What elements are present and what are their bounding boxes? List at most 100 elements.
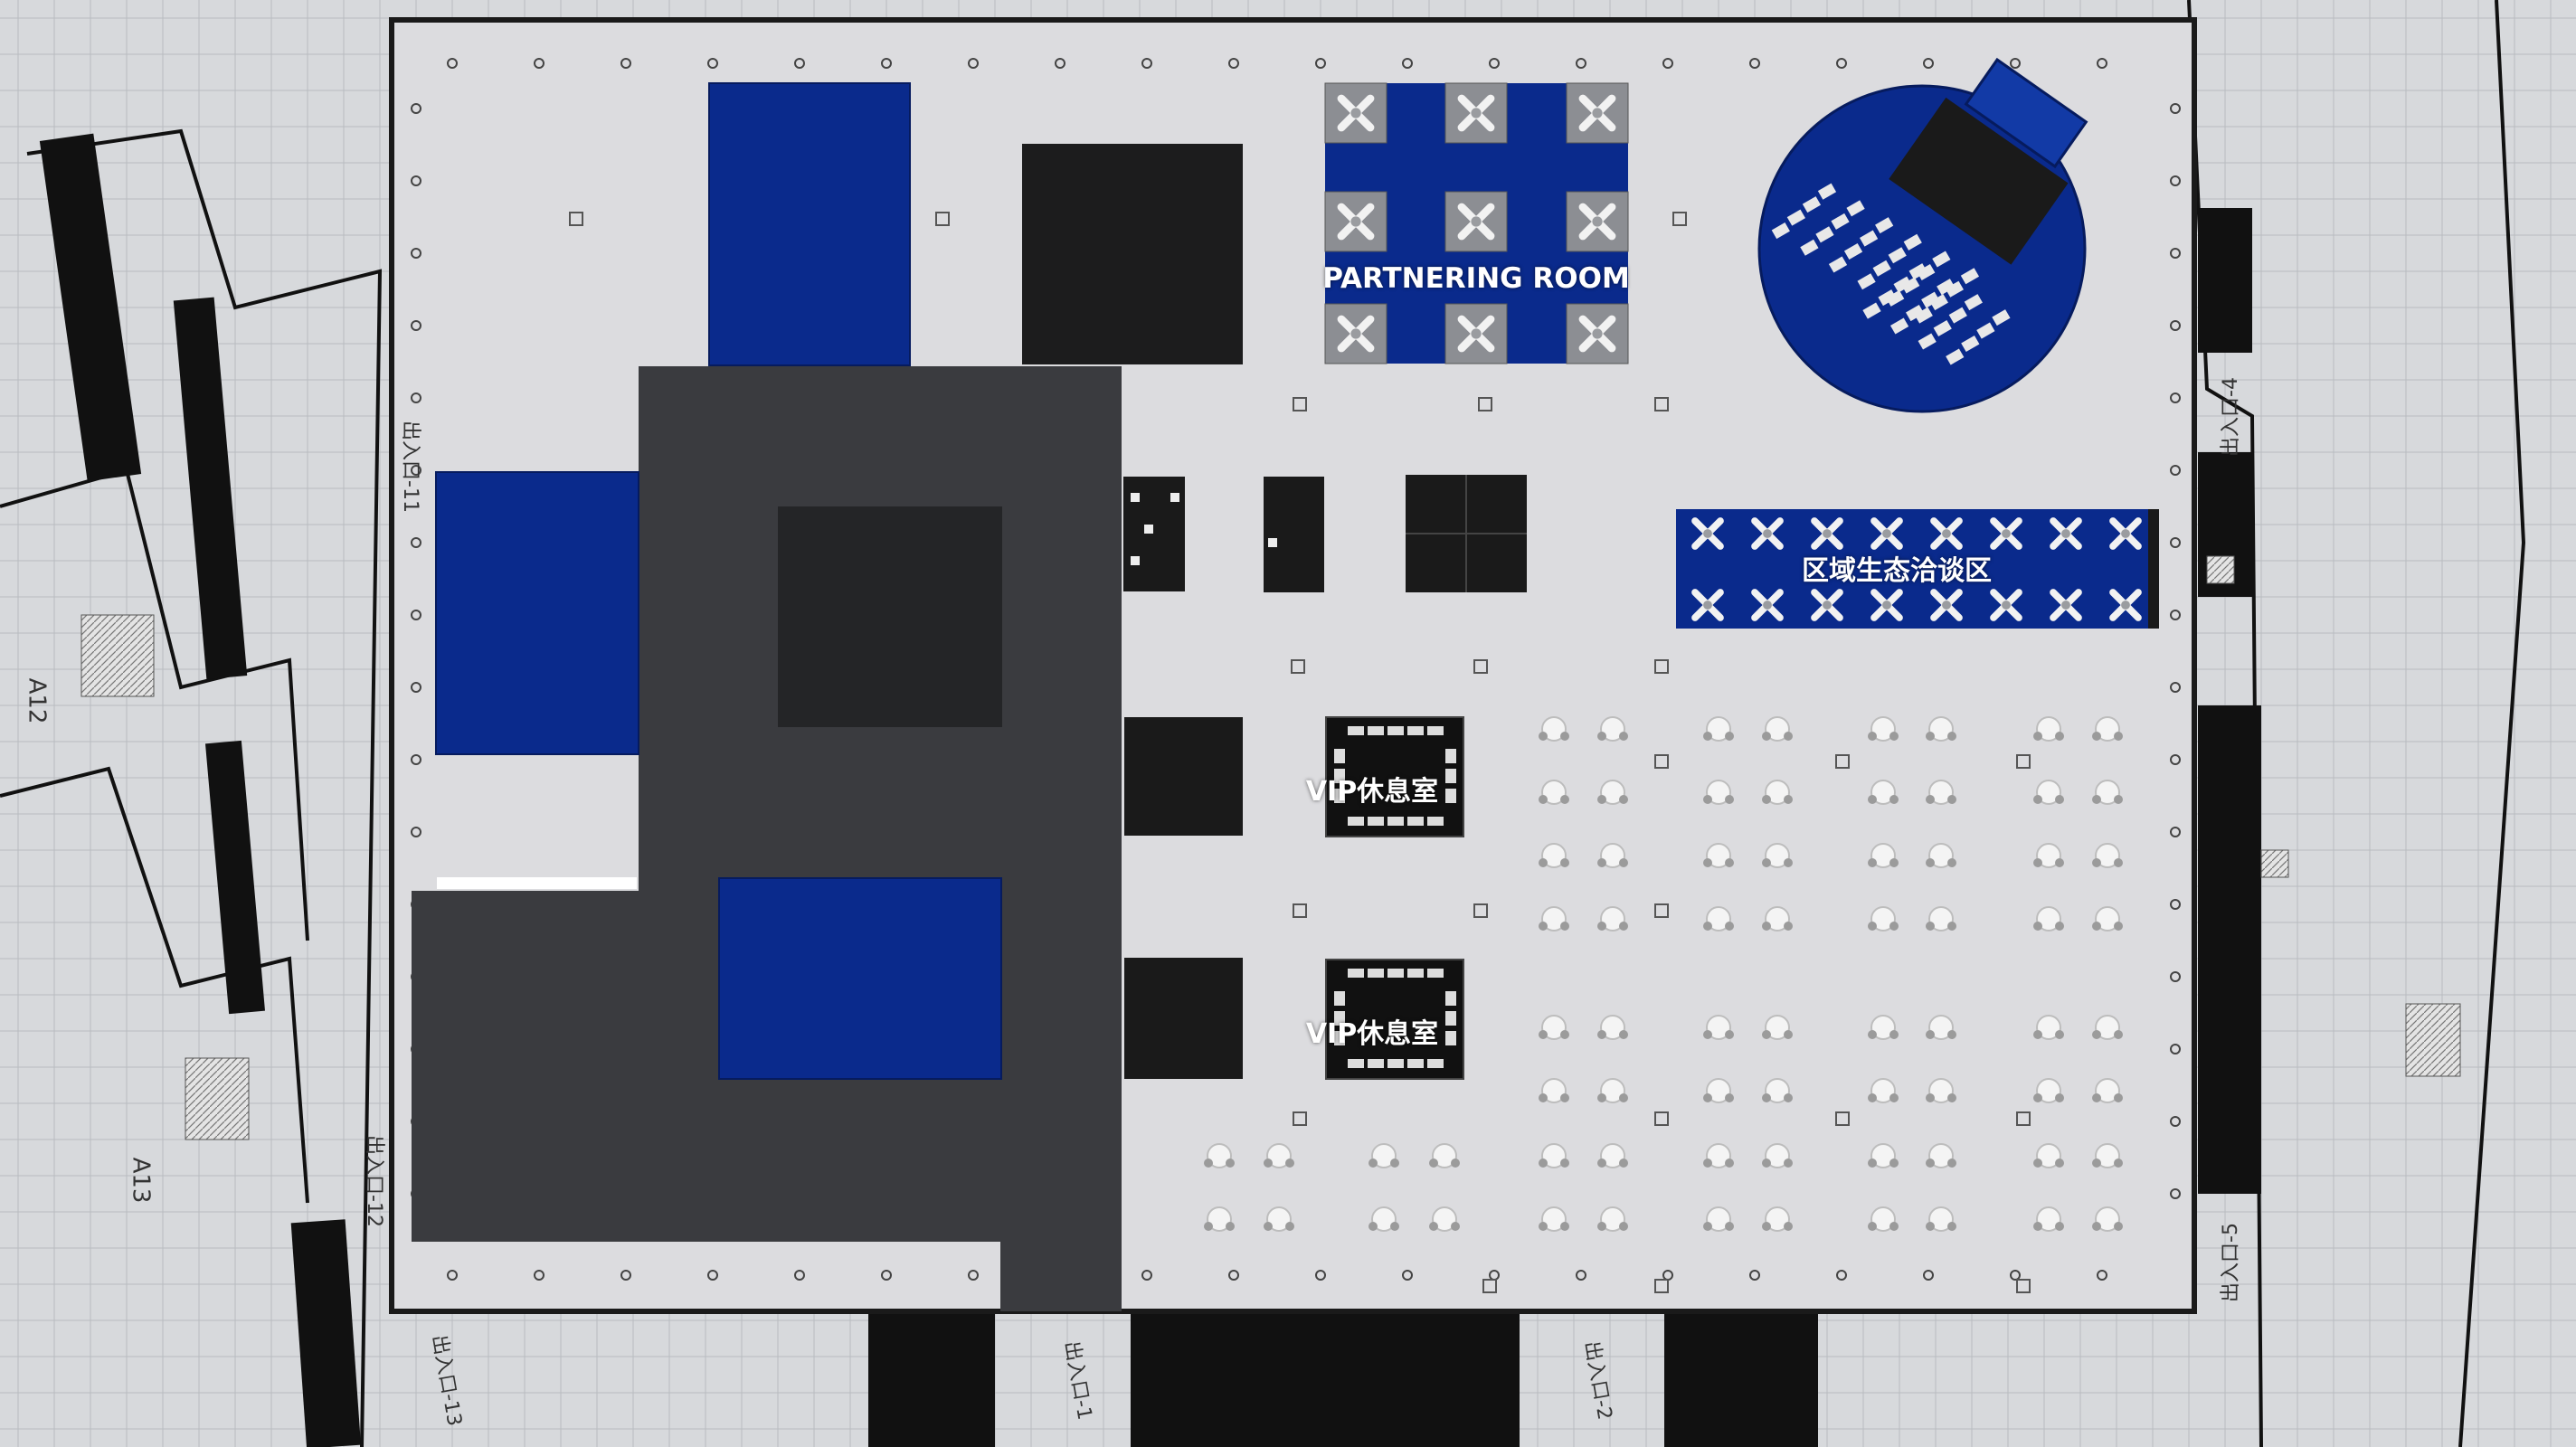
column-marker [2016, 1111, 2031, 1126]
floor-marker [2170, 537, 2181, 548]
blue-booth-bottom [718, 877, 1002, 1080]
round-table [1868, 906, 1899, 932]
round-table [1597, 1143, 1628, 1168]
round-table [1539, 843, 1569, 868]
seat [1893, 276, 1912, 293]
seat [1800, 239, 1819, 256]
negotiation-table [1930, 517, 1963, 550]
column-marker [1654, 1111, 1669, 1126]
floor-marker [2170, 682, 2181, 693]
floor-marker [411, 320, 421, 331]
floor-marker [2170, 610, 2181, 620]
vip-sofa [1368, 726, 1384, 735]
column-marker [1293, 397, 1307, 411]
round-table [1204, 1206, 1235, 1232]
floor-marker [2170, 899, 2181, 910]
vip-sofa [1445, 1011, 1456, 1026]
vip-sofa [1334, 1031, 1345, 1045]
round-table [1926, 1206, 1956, 1232]
seat [1903, 233, 1922, 251]
round-table [1868, 1206, 1899, 1232]
seat [1889, 317, 1909, 335]
floor-marker [1662, 58, 1673, 69]
floor-marker [2170, 1116, 2181, 1127]
vip-sofa [1387, 1059, 1404, 1068]
round-table [2092, 843, 2123, 868]
seat [1929, 294, 1948, 311]
column-marker [1478, 397, 1492, 411]
seat [1857, 273, 1876, 290]
floor-marker [620, 58, 631, 69]
vip-sofa [1368, 817, 1384, 826]
floor-marker [1576, 1270, 1586, 1281]
column-marker [1672, 212, 1687, 226]
vip-sofa [1334, 769, 1345, 783]
partnering-room-label: PARTNERING ROOM [1322, 262, 1630, 295]
vip-lounge-2-label: VIP休息室 [1305, 1018, 1439, 1050]
round-table [1264, 1143, 1294, 1168]
seat [1846, 200, 1865, 217]
negotiation-table [2050, 517, 2082, 550]
blue-booth-left [435, 471, 639, 755]
floor-marker [620, 1270, 631, 1281]
column-marker [1473, 903, 1488, 918]
vip-sofa [1334, 789, 1345, 803]
round-table [1868, 843, 1899, 868]
column-marker [569, 212, 583, 226]
vip-sofa [1368, 1059, 1384, 1068]
column-marker [1291, 659, 1305, 674]
round-table [1597, 1078, 1628, 1103]
round-table [1762, 1015, 1793, 1040]
round-table [1703, 780, 1734, 805]
floor-marker [1402, 58, 1413, 69]
floor-marker [968, 58, 979, 69]
floor-marker [2170, 1188, 2181, 1199]
negotiation-table [2109, 589, 2142, 621]
seat [1872, 260, 1891, 277]
round-table [2092, 1143, 2123, 1168]
round-table [1597, 780, 1628, 805]
floor-marker [2097, 58, 2107, 69]
round-tables [1204, 716, 2123, 1232]
round-table [1597, 906, 1628, 932]
kiosk-2 [1264, 477, 1324, 592]
black-booth-top [1022, 144, 1243, 364]
vip-sofa [1348, 969, 1364, 978]
seat [1859, 230, 1879, 247]
round-table [1926, 1078, 1956, 1103]
seat [1933, 320, 1952, 337]
round-table [1926, 1143, 1956, 1168]
round-table [1368, 1206, 1399, 1232]
floor-marker [2170, 465, 2181, 476]
seat [1906, 305, 1925, 322]
vip-sofa [1427, 726, 1444, 735]
regional-ecology-label: 区域生态洽谈区 [1802, 555, 1992, 587]
floor-marker [1749, 58, 1760, 69]
meeting-table [1337, 203, 1375, 241]
circular-lounge [1757, 57, 2088, 413]
stage-center-block [778, 506, 1002, 727]
seat [1888, 247, 1907, 264]
round-table [1703, 716, 1734, 742]
floor-marker [534, 58, 545, 69]
round-table [1762, 1143, 1793, 1168]
floor-marker [1228, 58, 1239, 69]
floor-marker [1141, 58, 1152, 69]
round-table [1597, 843, 1628, 868]
floor-marker [794, 1270, 805, 1281]
vip-sofa [1445, 749, 1456, 763]
meeting-table [1578, 315, 1616, 353]
black-booth-low [1124, 958, 1243, 1079]
floor-marker [411, 175, 421, 186]
seat [1992, 309, 2011, 326]
floor-marker [1836, 1270, 1847, 1281]
seat [1921, 291, 1940, 308]
round-table [2033, 1078, 2064, 1103]
round-table [1539, 906, 1569, 932]
round-table [1762, 906, 1793, 932]
negotiation-table [1990, 517, 2022, 550]
floor-marker [1315, 1270, 1326, 1281]
a13-label: A13 [127, 1157, 155, 1204]
